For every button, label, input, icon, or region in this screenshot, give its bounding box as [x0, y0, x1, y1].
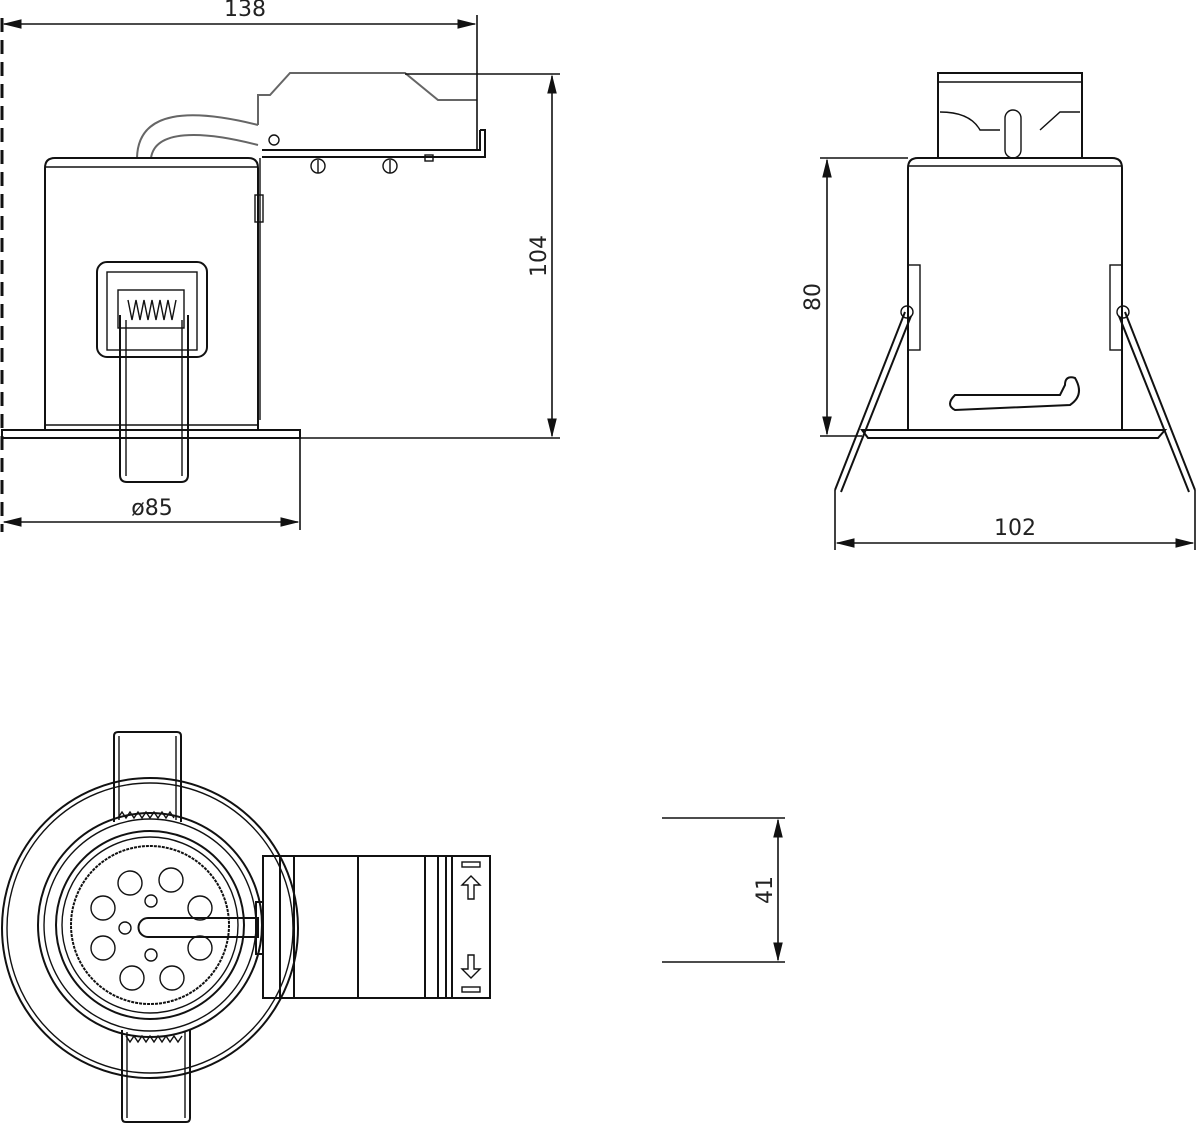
arrow-up-icon	[460, 875, 482, 900]
side-view: 138 104 ø85	[0, 0, 560, 532]
dim-overall-width: 138	[224, 0, 266, 22]
dim-overall-height: 104	[527, 235, 552, 277]
dim-body-height: 80	[801, 283, 826, 311]
arrow-down-icon	[460, 954, 482, 979]
dim-flange-diameter: ø85	[131, 496, 172, 521]
dim-driver-height: 41	[753, 876, 778, 904]
dim-clip-span: 102	[994, 516, 1036, 541]
front-view: 80 102	[801, 72, 1196, 550]
top-view: 41	[1, 731, 785, 1123]
